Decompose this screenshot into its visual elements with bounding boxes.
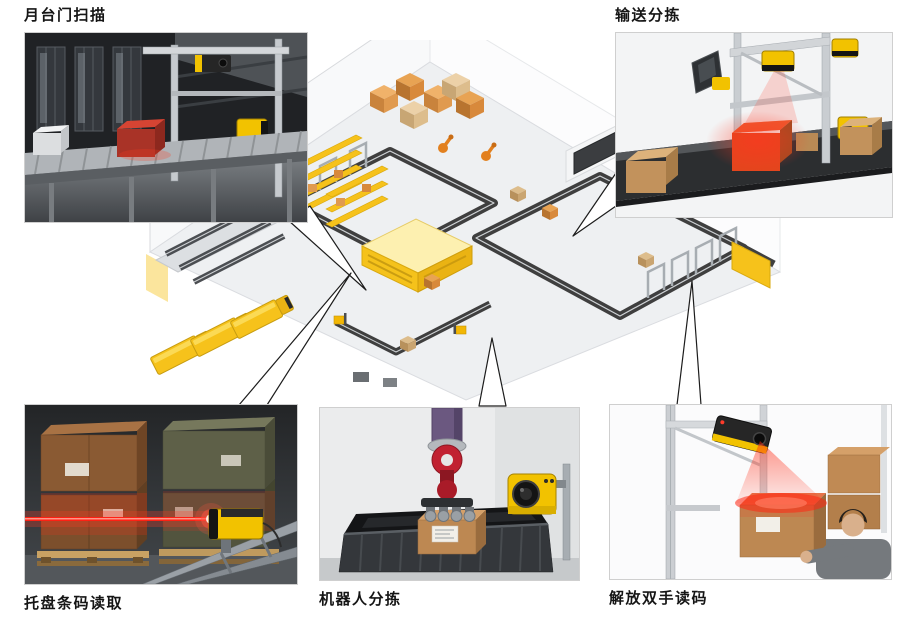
callout-label-handsfree: 解放双手读码 bbox=[609, 590, 709, 607]
pallet-barcode-photo bbox=[24, 404, 298, 585]
callout-conveyor-sorting: 输送分拣 bbox=[615, 6, 893, 218]
shipping-label bbox=[756, 517, 780, 532]
conveyor-spur-bottom bbox=[334, 300, 492, 356]
side-panel bbox=[731, 241, 771, 289]
laser-wash bbox=[41, 493, 147, 535]
misc-equipment bbox=[353, 372, 397, 387]
robot-arm-stations bbox=[438, 134, 497, 161]
worker-face bbox=[841, 513, 865, 537]
vision-scanner-icon bbox=[507, 463, 571, 561]
callout-label-conveyor-sorting: 输送分拣 bbox=[615, 7, 682, 24]
scan-glow bbox=[119, 149, 171, 161]
callout-label-dock-door: 月台门扫描 bbox=[24, 7, 107, 24]
robot-arm bbox=[421, 408, 476, 522]
conveyor-sorting-photo bbox=[615, 32, 893, 218]
barcode-scanner-icon bbox=[761, 50, 795, 72]
wooden-pallet bbox=[37, 549, 279, 566]
white-parcel bbox=[33, 125, 69, 155]
dock-door-scanning-photo bbox=[24, 32, 308, 223]
shipping-label bbox=[65, 463, 89, 476]
cardboard-box bbox=[626, 147, 678, 193]
dock-door bbox=[565, 121, 625, 183]
worker-hair bbox=[839, 509, 867, 523]
gripper-plate bbox=[421, 498, 473, 507]
parcels-on-conveyors bbox=[400, 186, 654, 352]
box-stack bbox=[827, 447, 890, 530]
truss-frame bbox=[729, 33, 831, 164]
red-parcel bbox=[117, 119, 165, 157]
callout-label-robot-sorting: 机器人分拣 bbox=[319, 591, 402, 608]
callout-dock-door-scanning: 月台门扫描 bbox=[24, 6, 308, 223]
callout-label-pallet-barcode: 托盘条码读取 bbox=[24, 595, 124, 612]
light-cone bbox=[735, 441, 827, 513]
picked-box bbox=[417, 510, 486, 555]
scanned-box-red-glow bbox=[706, 111, 810, 171]
gantry-frame bbox=[142, 38, 290, 198]
barcode-scanner-icon bbox=[712, 77, 730, 90]
callout-handsfree-reading: 解放双手读码 bbox=[609, 404, 892, 609]
cardboard-pallet-stack bbox=[40, 421, 147, 550]
wall-windows bbox=[36, 46, 142, 132]
shipping-label bbox=[175, 507, 193, 517]
scanner-arches bbox=[318, 140, 738, 298]
barcode-scanner-icon bbox=[208, 508, 282, 553]
handsfree-reading-photo bbox=[609, 404, 892, 580]
trucks bbox=[150, 294, 294, 375]
suction-gripper bbox=[424, 507, 476, 522]
overhead-barcode-scanner-icon bbox=[195, 55, 231, 72]
background-racking bbox=[174, 55, 307, 109]
storage-shelves bbox=[370, 73, 484, 129]
cardboard-box bbox=[840, 117, 882, 155]
shipping-label bbox=[103, 509, 123, 520]
sorting-building bbox=[360, 218, 474, 293]
shipping-label bbox=[221, 455, 241, 466]
callout-robot-sorting: 机器人分拣 bbox=[319, 407, 580, 610]
worker-arm bbox=[800, 543, 854, 564]
robot-sorting-photo bbox=[319, 407, 580, 581]
barcode-scanner-icon bbox=[831, 38, 859, 58]
callout-pallet-barcode: 托盘条码读取 bbox=[24, 404, 298, 614]
yellow-glow-panel bbox=[146, 254, 168, 302]
mounted-scanner-icon bbox=[711, 415, 772, 454]
